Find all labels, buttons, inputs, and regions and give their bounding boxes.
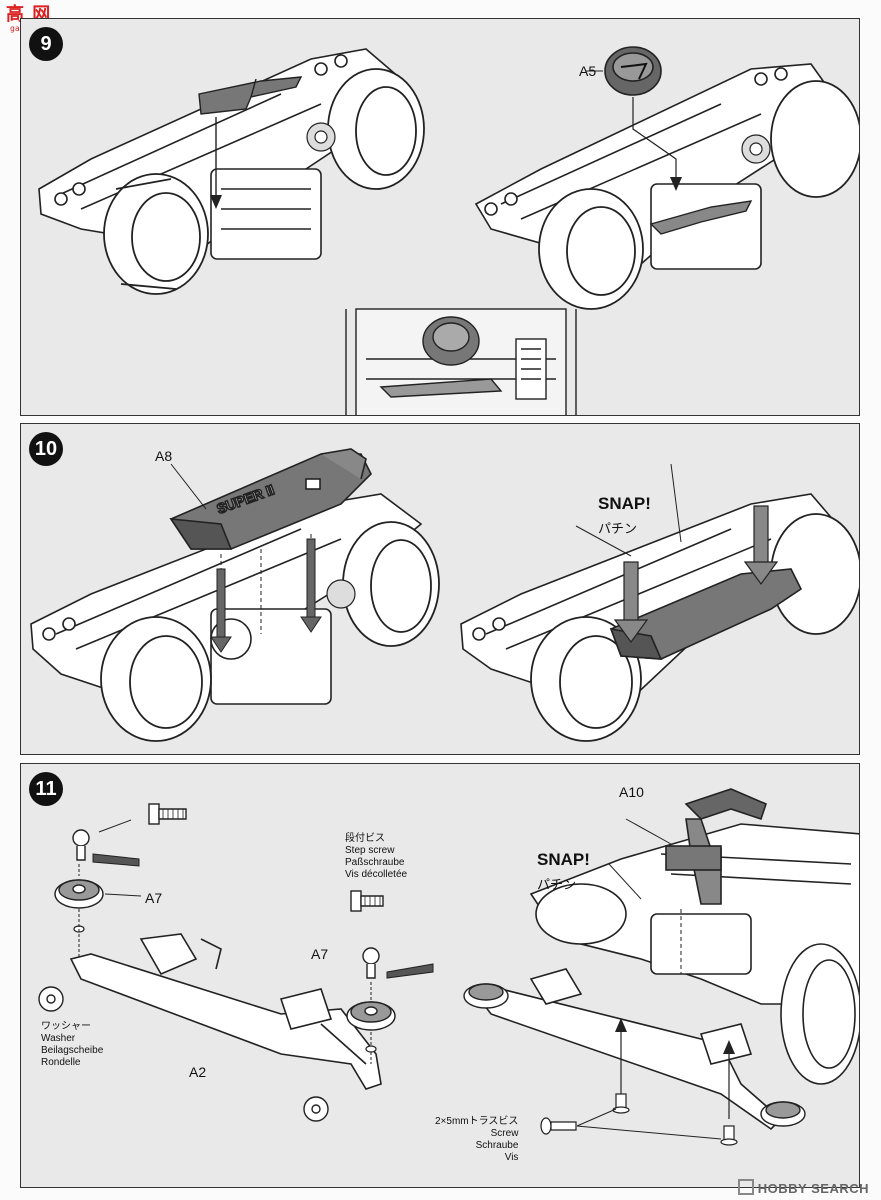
bumper-attached-right (474, 968, 783, 1131)
label-a5: A5 (579, 63, 597, 79)
down-arrows-left (210, 538, 322, 653)
screw-icon-ref (540, 1117, 577, 1135)
washer-icon-left (38, 986, 64, 1012)
wheel-left-rear (327, 68, 425, 190)
step-10-illustration: SUPER II (30, 448, 859, 742)
screw-jp: 2×5mmトラスビス (435, 1116, 519, 1127)
screw-bottom-2 (720, 1125, 738, 1146)
step-9-panel: 9 (20, 18, 860, 416)
part-a2-frame (69, 933, 382, 1090)
a8-leader (170, 463, 207, 510)
part-a5-gear (604, 46, 662, 96)
roller-left-attached (463, 983, 509, 1009)
screw-fr: Vis (504, 1152, 519, 1163)
step-10-panel: 10 (20, 423, 860, 755)
step-screw-jp: 段付ビス (345, 833, 385, 844)
label-a8: A8 (155, 448, 173, 464)
screw-left (72, 829, 90, 861)
step-screw-en: Step screw (345, 845, 395, 856)
snap-leader-11 (608, 863, 642, 900)
washer-label: ワッシャー Washer Beilagscheibe Rondelle (41, 1021, 103, 1069)
roller-right-attached (760, 1101, 806, 1127)
step-11-panel: 11 (20, 763, 860, 1188)
snap-leaders (575, 463, 682, 557)
screwdriver-left (92, 853, 140, 867)
roller-a7-left (54, 879, 104, 909)
gear-left (326, 579, 356, 609)
label-a7-left: A7 (145, 890, 163, 906)
label-a2: A2 (189, 1064, 207, 1080)
step-screw-icon-center (350, 890, 384, 912)
arrow-a5 (632, 97, 677, 184)
brand-text: HOBBY SEARCH (757, 1181, 869, 1196)
a10-leader (625, 818, 672, 845)
screw-center (362, 947, 380, 979)
part-a10-bracket (665, 788, 767, 905)
screw-en: Screw (490, 1128, 519, 1139)
inset-detail (345, 308, 577, 415)
cover-installed-right (609, 568, 803, 660)
snap-arrows-right (613, 505, 779, 644)
step-9-number: 9 (29, 27, 63, 61)
wheel-left-front (100, 616, 212, 742)
screw-de: Schraube (475, 1140, 519, 1151)
step-9-illustration (38, 46, 859, 415)
screwdriver-center (386, 963, 434, 979)
step-screw-de: Paßschraube (345, 857, 405, 868)
gear-right (741, 134, 771, 164)
wheel-right-front (538, 188, 644, 310)
brand-mark-icon (737, 1179, 754, 1195)
clip-part-left (198, 76, 303, 115)
roller-a7-center (346, 1001, 396, 1031)
wheel-left-front (103, 173, 209, 295)
label-a10: A10 (619, 784, 644, 800)
screw-label: 2×5mmトラスビス Screw Schraube Vis (435, 1116, 518, 1164)
wheel-right-front (530, 616, 642, 742)
part-a8-cover: SUPER II (169, 448, 372, 550)
label-snap-jp: パチン (598, 522, 638, 537)
wheel-left-rear (342, 521, 440, 647)
step-11-number: 11 (29, 772, 63, 806)
label-snap-en: SNAP! (537, 850, 590, 869)
step-11-illustration (38, 788, 859, 1146)
wheel-right-rear (770, 80, 859, 198)
washer-jp: ワッシャー (41, 1021, 91, 1032)
label-snap-en: SNAP! (598, 494, 651, 513)
label-a7-right: A7 (311, 946, 329, 962)
clip-installed-right (649, 200, 753, 235)
screw-bottom-1 (612, 1093, 630, 1114)
step-10-number: 10 (29, 432, 63, 466)
step-screw-label: 段付ビス Step screw Paßschraube Vis décollet… (345, 833, 407, 881)
hobby-search-logo: HOBBY SEARCH (737, 1179, 869, 1196)
washer-de: Beilagscheibe (41, 1045, 104, 1056)
label-snap-jp: パチン (537, 878, 577, 893)
gear-left (306, 122, 336, 152)
washer-icon-center (303, 1096, 329, 1122)
washer-fr: Rondelle (41, 1057, 81, 1068)
washer-en: Washer (41, 1033, 76, 1044)
step-screw-fr: Vis décolletée (345, 869, 408, 880)
step-screw-icon-top (148, 803, 187, 825)
